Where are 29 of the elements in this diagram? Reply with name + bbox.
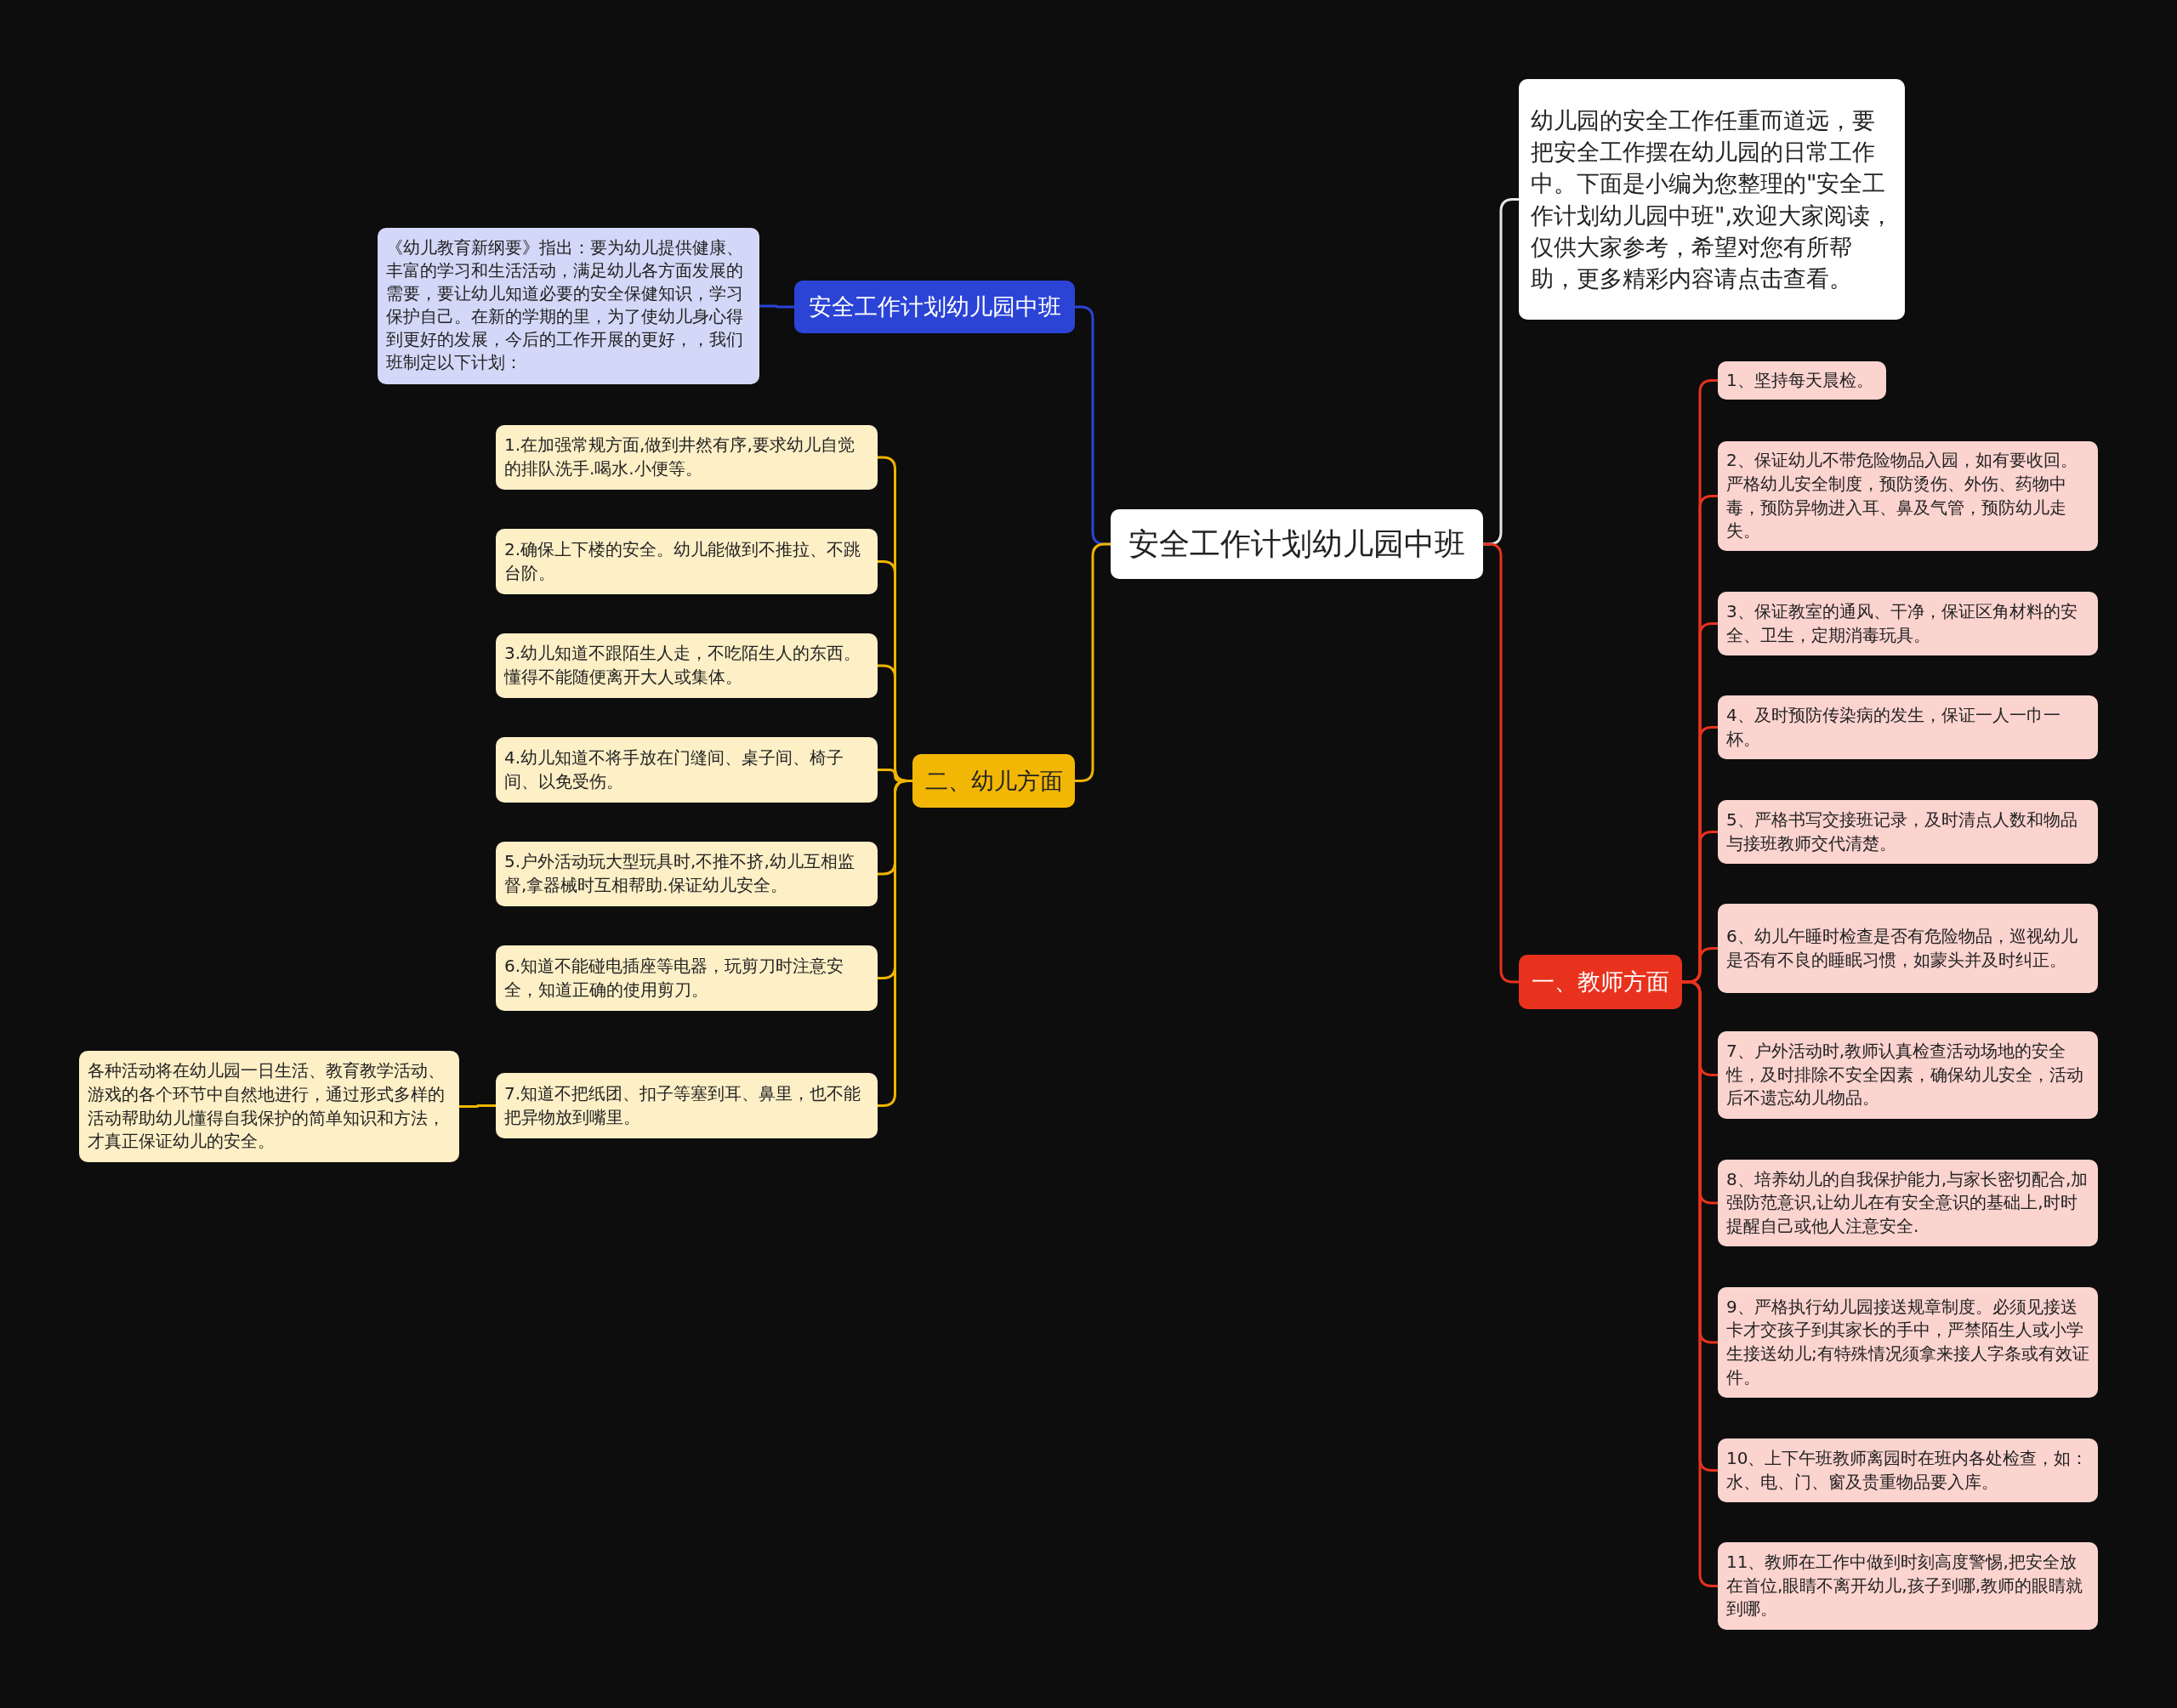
item-box: 9、严格执行幼儿园接送规章制度。必须见接送卡才交孩子到其家长的手中，严禁陌生人或小学生接送幼儿;有特殊情况须拿来接人字条或有效证件。 <box>1718 1287 2098 1398</box>
branch-box: 二、幼儿方面 <box>912 754 1075 808</box>
item-box: 3、保证教室的通风、干净，保证区角材料的安全、卫生，定期消毒玩具。 <box>1718 592 2098 655</box>
branch-box: 安全工作计划幼儿园中班 <box>794 281 1075 333</box>
connector-line <box>759 304 794 309</box>
connector-line <box>459 1104 496 1108</box>
item-box: 2、保证幼儿不带危险物品入园，如有要收回。严格幼儿安全制度，预防烫伤、外伤、药物中毒，预防异物进入耳、鼻及气管，预防幼儿走失。 <box>1718 441 2098 551</box>
item-box: 8、培养幼儿的自我保护能力,与家长密切配合,加强防范意识,让幼儿在有安全意识的基础上,时时提醒自己或他人注意安全. <box>1718 1160 2098 1246</box>
item-box: 5.户外活动玩大型玩具时,不推不挤,幼儿互相监督,拿器械时互相帮助.保证幼儿安全。 <box>496 842 878 906</box>
central-topic-box: 安全工作计划幼儿园中班 <box>1111 509 1483 579</box>
item-box: 6.知道不能碰电插座等电器，玩剪刀时注意安全，知道正确的使用剪刀。 <box>496 945 878 1011</box>
item-box: 1.在加强常规方面,做到井然有序,要求幼儿自觉的排队洗手.喝水.小便等。 <box>496 425 878 490</box>
item-box: 5、严格书写交接班记录，及时清点人数和物品与接班教师交代清楚。 <box>1718 800 2098 864</box>
item-box: 4、及时预防传染病的发生，保证一人一巾一杯。 <box>1718 695 2098 759</box>
item-box: 7.知道不把纸团、扣子等塞到耳、鼻里，也不能把异物放到嘴里。 <box>496 1073 878 1138</box>
branch-box: 一、教师方面 <box>1519 955 1682 1009</box>
item-box: 3.幼儿知道不跟陌生人走，不吃陌生人的东西。懂得不能随便离开大人或集体。 <box>496 633 878 698</box>
connector-line <box>878 780 912 1107</box>
item-box: 各种活动将在幼儿园一日生活、教育教学活动、游戏的各个环节中自然地进行，通过形式多样的活动帮助幼儿懂得自我保护的简单知识和方法，才真正保证幼儿的安全。 <box>79 1051 459 1162</box>
item-box: 6、幼儿午睡时检查是否有危险物品，巡视幼儿是否有不良的睡眠习惯，如蒙头并及时纠正。 <box>1718 904 2098 993</box>
item-box: 2.确保上下楼的安全。幼儿能做到不推拉、不跳台阶。 <box>496 529 878 594</box>
item-box: 7、户外活动时,教师认真检查活动场地的安全性，及时排除不安全因素，确保幼儿安全，活动后不遗忘幼儿物品。 <box>1718 1031 2098 1119</box>
item-box: 10、上下午班教师离园时在班内各处检查，如：水、电、门、窗及贵重物品要入库。 <box>1718 1438 2098 1502</box>
item-box: 4.幼儿知道不将手放在门缝间、桌子间、椅子间、以免受伤。 <box>496 737 878 803</box>
note-box: 《幼儿教育新纲要》指出：要为幼儿提供健康、丰富的学习和生活活动，满足幼儿各方面发展的需要，要让幼儿知道必要的安全保健知识，学习保护自己。在新的学期的里，为了使幼儿身心得到更好的发展，今后的工作开展的更好，，我们班制定以下计划： <box>378 228 759 384</box>
intro-text-box: 幼儿园的安全工作任重而道远，要把安全工作摆在幼儿园的日常工作中。下面是小编为您整理的"安全工作计划幼儿园中班",欢迎大家阅读，仅供大家参考，希望对您有所帮助，更多精彩内容请点击查看。 <box>1519 79 1905 320</box>
item-box: 11、教师在工作中做到时刻高度警惕,把安全放在首位,眼睛不离开幼儿,孩子到哪,教师的眼睛就到哪。 <box>1718 1542 2098 1630</box>
connector-line <box>1075 542 1111 782</box>
item-box: 1、坚持每天晨检。 <box>1718 361 1886 400</box>
